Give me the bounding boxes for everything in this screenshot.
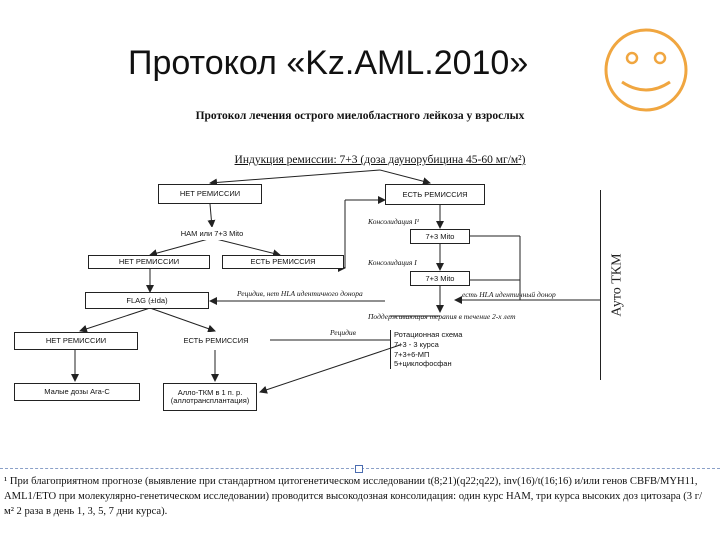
schedule-line: Ротационная схема	[394, 330, 463, 339]
relapse-label: Рецидив	[330, 328, 356, 337]
consolidation-1-box: 7+3 Mito	[410, 229, 470, 244]
relapse-no-donor-label: Рецидив, нет HLA идентичного донора	[237, 289, 363, 298]
auto-transplant-label: Ауто ТКМ	[600, 190, 635, 380]
resize-handle[interactable]	[355, 465, 363, 473]
diagram-subtitle: Протокол лечения острого миелобластного …	[195, 110, 525, 122]
schedule-line: 7+3+6-МП	[394, 349, 430, 359]
schedule-line: 7+3 - 3 курса	[394, 339, 439, 349]
consolidation-2-label: Консолидация I	[368, 258, 417, 267]
consolidation-2-box: 7+3 Mito	[410, 271, 470, 286]
remission-box-1: ЕСТЬ РЕМИССИЯ	[385, 184, 485, 205]
allo-transplant-box: Алло-ТКМ в 1 п. р. (аллотрансплантация)	[163, 383, 257, 411]
footnote-text: ¹ При благоприятном прогнозе (выявление …	[4, 476, 703, 517]
no-remission-box-3: НЕТ РЕМИССИИ	[14, 332, 138, 350]
remission-box-3: ЕСТЬ РЕМИССИЯ	[162, 332, 270, 350]
rotation-schedule: Ротационная схема 7+3 - 3 курса 7+3+6-МП…	[390, 330, 484, 369]
auto-transplant-text: Ауто ТКМ	[610, 253, 625, 317]
consolidation-1-label: Консолидация I¹	[368, 217, 420, 226]
flag-box: FLAG (±Ida)	[85, 292, 209, 309]
maintenance-label: Поддерживающая терапия в течение 2-х лет	[368, 312, 516, 321]
schedule-line: 5+циклофосфан	[394, 359, 452, 369]
no-remission-box-2: НЕТ РЕМИССИИ	[88, 255, 210, 269]
induction-label: Индукция ремиссии: 7+3 (доза даунорубици…	[234, 154, 526, 166]
no-remission-box-1: НЕТ РЕМИССИИ	[158, 184, 262, 204]
remission-box-2: ЕСТЬ РЕМИССИЯ	[222, 255, 344, 269]
page-title: Протокол «Kz.AML.2010»	[128, 44, 529, 82]
hla-donor-label: есть HLA идентичный донор	[462, 290, 556, 299]
low-dose-box: Малые дозы Ara-C	[14, 383, 140, 401]
ham-box: НАМ или 7+3 Mito	[172, 227, 252, 240]
smiley-face-icon	[604, 28, 688, 112]
